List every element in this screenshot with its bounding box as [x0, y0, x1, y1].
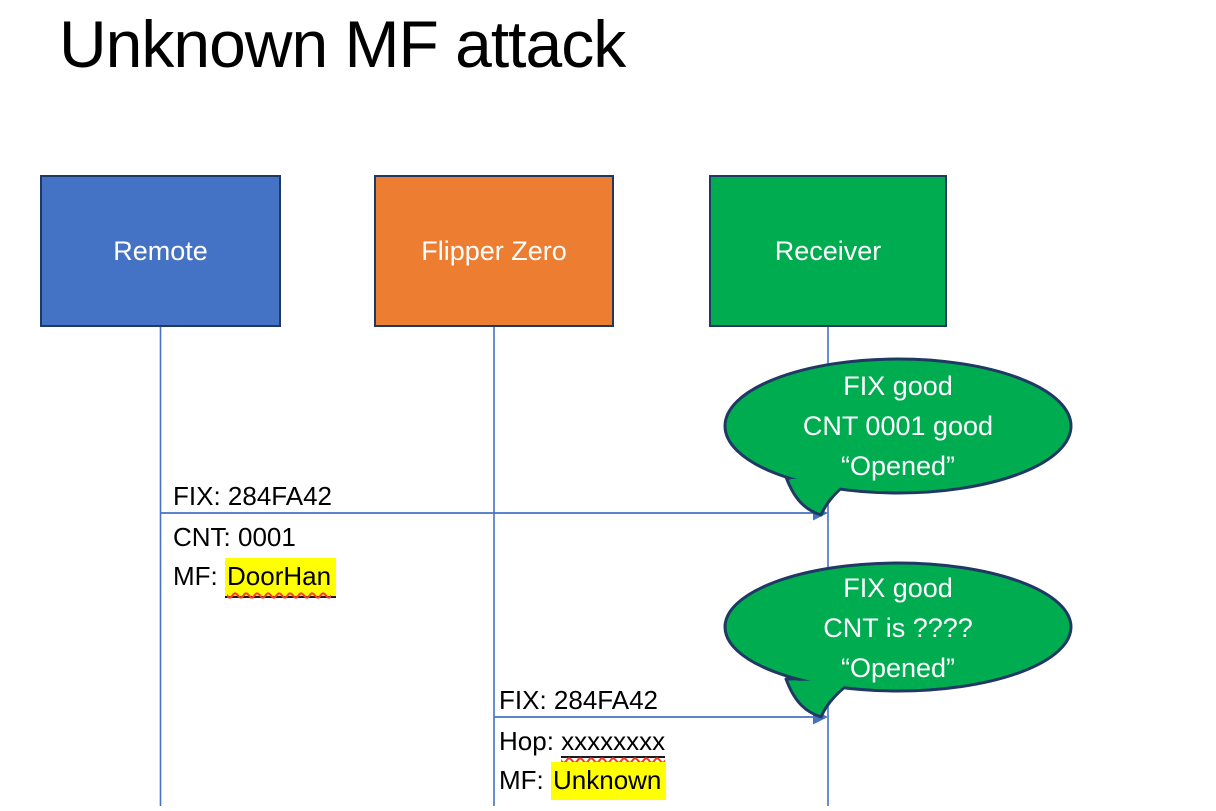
actor-box-remote: Remote: [40, 175, 281, 327]
message-1-line-cnt: CNT: 0001: [173, 518, 336, 557]
speech-bubble-1-line-3: “Opened”: [840, 451, 956, 481]
slide-title: Unknown MF attack: [59, 7, 626, 81]
message-1-mf-prefix: MF:: [173, 561, 225, 591]
actor-label-remote: Remote: [113, 235, 208, 266]
speech-bubble-2-line-3: “Opened”: [840, 653, 956, 683]
speech-bubble-1: [723, 357, 1073, 517]
actor-box-flipper-zero: Flipper Zero: [374, 175, 614, 327]
message-2-labels-below: Hop: xxxxxxxx MF: Unknown: [499, 722, 667, 800]
message-1-label-above: FIX: 284FA42: [173, 481, 332, 511]
message-1-cnt-prefix: CNT:: [173, 522, 238, 552]
speech-bubble-1-text: FIX good CNT 0001 good “Opened”: [725, 364, 1071, 488]
message-2-line-mf: MF: Unknown: [499, 761, 667, 800]
speech-bubble-2-line-2: CNT is ????: [823, 613, 973, 643]
actor-label-receiver: Receiver: [774, 235, 882, 266]
message-1-line-mf: MF: DoorHan: [173, 557, 337, 598]
speech-bubble-1-tail-fill: [790, 478, 852, 512]
speech-bubble-1-line-1: FIX good: [843, 371, 953, 401]
message-2-mf-value-highlighted: Unknown: [551, 762, 667, 800]
message-1-labels-below: CNT: 0001 MF: DoorHan: [173, 518, 337, 598]
message-1-mf-value-highlighted: DoorHan: [225, 558, 337, 598]
message-2-hop-value: xxxxxxxx: [561, 726, 666, 758]
actor-label-flipper-zero: Flipper Zero: [421, 235, 567, 266]
speech-bubble-2-text: FIX good CNT is ???? “Opened”: [725, 567, 1071, 689]
message-2-label-above: FIX: 284FA42: [499, 685, 658, 715]
actor-box-receiver: Receiver: [709, 175, 947, 327]
speech-bubble-2-ellipse: [723, 561, 1073, 693]
speech-bubble-2-tail-fill: [790, 680, 852, 714]
speech-bubble-2: [723, 561, 1073, 719]
speech-bubble-1-ellipse: [723, 357, 1073, 495]
speech-bubble-1-line-2: CNT 0001 good: [802, 411, 994, 441]
message-2-mf-prefix: MF:: [499, 765, 551, 795]
message-2-hop-prefix: Hop:: [499, 726, 562, 756]
message-1-cnt-value: 0001: [238, 522, 296, 552]
message-2-line-hop: Hop: xxxxxxxx: [499, 722, 666, 761]
speech-bubble-2-line-1: FIX good: [843, 573, 953, 603]
